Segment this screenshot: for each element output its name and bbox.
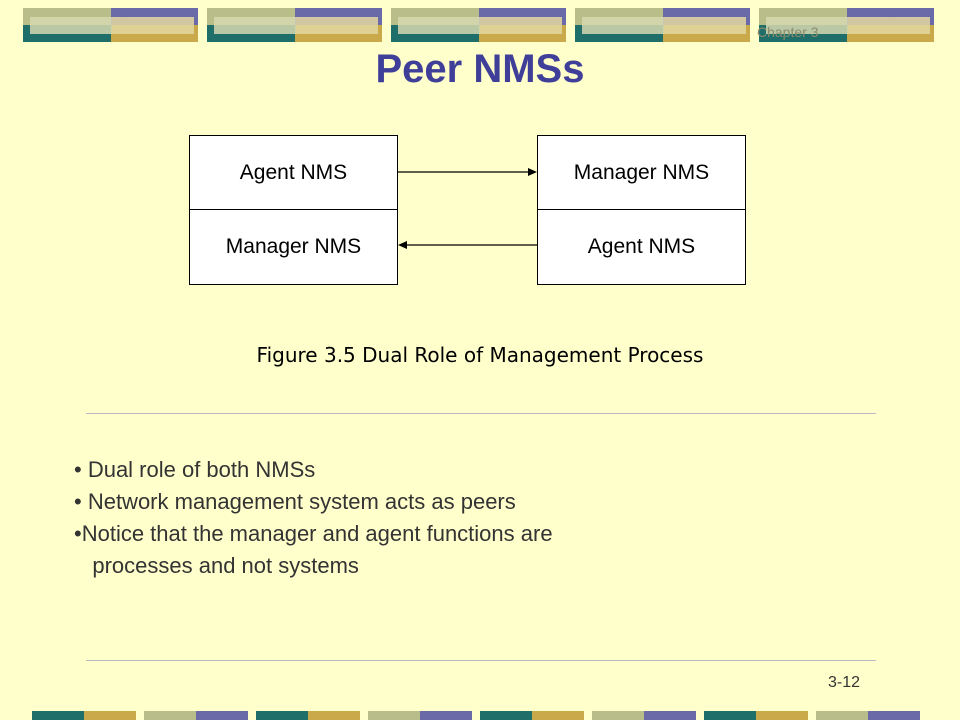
page-number: 3-12 (828, 674, 861, 691)
bullet-item: • Network management system acts as peer… (74, 489, 516, 514)
divider-bottom (86, 660, 876, 661)
right-box-bottom-label: Agent NMS (587, 235, 696, 258)
bullet-item: • Dual role of both NMSs (74, 457, 316, 482)
arrow-right-to-left (398, 241, 537, 249)
banner-tile (391, 8, 566, 42)
arrow-left-to-right (398, 168, 537, 176)
right-box-top-label: Manager NMS (538, 136, 745, 210)
banner-tile (575, 8, 750, 42)
figure-caption: Figure 3.5 Dual Role of Management Proce… (256, 343, 704, 367)
divider-top (86, 413, 876, 414)
page-title: Peer NMSs (375, 47, 585, 91)
banner-tile (23, 8, 198, 42)
chapter-label: Chapter 3 (757, 24, 819, 40)
right-nms-box: Manager NMS Agent NMS (537, 135, 746, 285)
left-box-bottom-label: Manager NMS (225, 235, 362, 258)
bullet-item: processes and not systems (74, 553, 359, 578)
banner-tile (207, 8, 382, 42)
bullet-list: • Dual role of both NMSs • Network manag… (74, 454, 553, 582)
bottom-banner (32, 711, 920, 720)
banner-tile (759, 8, 934, 42)
bullet-item: •Notice that the manager and agent funct… (74, 521, 553, 546)
left-nms-box: Agent NMS Manager NMS (189, 135, 398, 285)
left-box-top-label: Agent NMS (190, 136, 397, 210)
